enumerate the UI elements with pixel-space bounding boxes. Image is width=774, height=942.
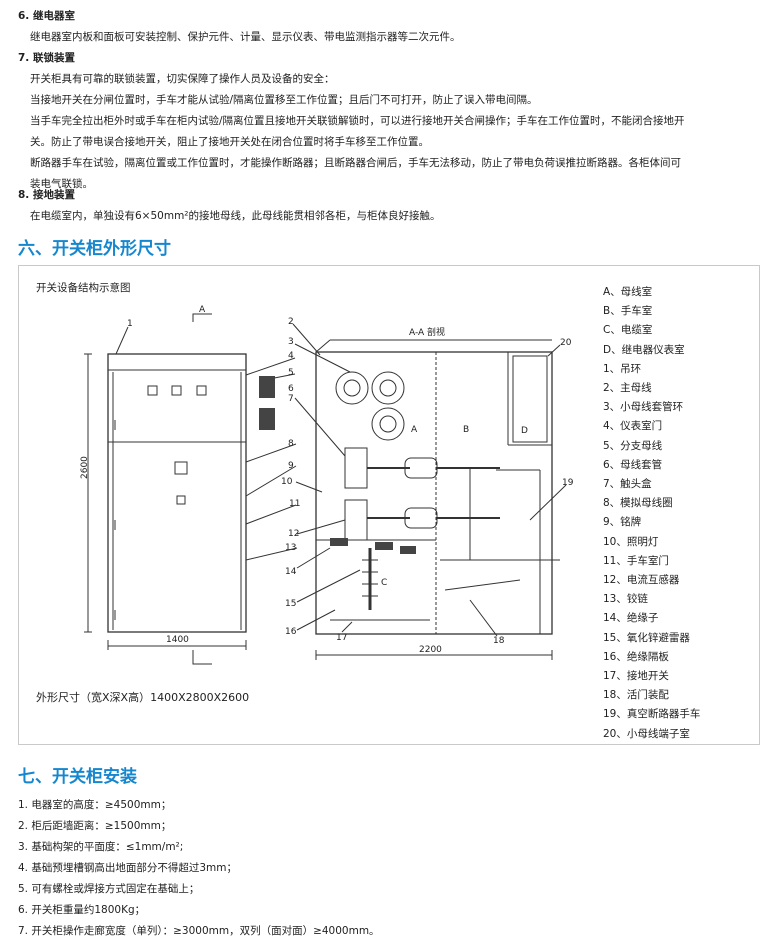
nameplate — [174, 461, 188, 475]
installation-item: 4. 基础预埋槽钢高出地面部分不得超过3mm； — [18, 862, 237, 874]
legend-item: 20、小母线端子室 — [603, 727, 690, 740]
legend-item: 6、母线套管 — [603, 458, 663, 471]
section-7: 7. 联锁装置 开关柜具有可靠的联锁装置，切实保障了操作人员及设备的安全： 当接… — [18, 48, 685, 195]
indicator-3 — [196, 385, 207, 396]
callout-11: 11 — [289, 499, 300, 509]
section-8: 8. 接地装置 在电缆室内，单独设有6×50mm²的接地母线，此母线能贯相邻各柜… — [18, 185, 441, 227]
callout-20: 20 — [560, 338, 572, 348]
installation-list: 1. 电器室的高度：≥4500mm； 2. 柜后距墙距离：≥1500mm； 3.… — [18, 795, 380, 942]
indicator-2 — [171, 385, 182, 396]
lamp — [176, 495, 186, 505]
legend-item: 7、触头盒 — [603, 478, 652, 491]
section-arrow-label: A — [199, 305, 206, 315]
callout-19: 19 — [562, 478, 574, 488]
legend-item: 16、绝缘隔板 — [603, 650, 669, 663]
legend-item: 5、分支母线 — [603, 439, 663, 452]
section-7-line: 当接地开关在分闸位置时，手车才能从试验/隔离位置移至工作位置；且后门不可打开，防… — [30, 94, 538, 106]
section-7-line: 关。防止了带电误合接地开关，阻止了接地开关处在闭合位置时将手车移至工作位置。 — [30, 136, 429, 148]
diagram-panel — [18, 265, 760, 745]
legend-item: 18、活门装配 — [603, 689, 669, 702]
legend-item: 8、模拟母线圈 — [603, 497, 673, 510]
legend-item: 12、电流互感器 — [603, 574, 680, 587]
legend-item: 13、铰链 — [603, 593, 648, 606]
busbar-1 — [335, 371, 369, 405]
callout-7: 7 — [288, 394, 294, 404]
dimension-depth: 2200 — [419, 645, 442, 655]
section-8-heading: 8. 接地装置 — [18, 189, 75, 201]
room-label-c: C — [381, 578, 387, 588]
installation-item: 2. 柜后距墙距离：≥1500mm； — [18, 820, 172, 832]
installation-item: 3. 基础构架的平面度：≤1mm/m²; — [18, 841, 184, 853]
side-cabinet-outline — [315, 351, 553, 635]
callout-16: 16 — [285, 627, 297, 637]
callout-14: 14 — [285, 567, 297, 577]
section-7-line: 断路器手车在试验，隔离位置或工作位置时，才能操作断路器；且断路器合闸后，手车无法… — [30, 157, 681, 169]
dimension-height: 2600 — [80, 456, 90, 479]
section-6-line: 继电器室内板和面板可安装控制、保护元件、计量、显示仪表、带电监测指示器等二次元件… — [30, 31, 461, 43]
callout-1: 1 — [127, 319, 133, 329]
legend-item: C、电缆室 — [603, 324, 653, 337]
indicator-1 — [147, 385, 158, 396]
diagram-title: 开关设备结构示意图 — [36, 282, 131, 294]
dimension-width: 1400 — [166, 635, 189, 645]
callout-2: 2 — [288, 317, 294, 327]
callout-17: 17 — [336, 633, 347, 643]
callout-18: 18 — [493, 636, 505, 646]
front-cabinet-outline — [107, 353, 247, 633]
legend-item: 17、接地开关 — [603, 670, 669, 683]
terminal-room-box — [512, 355, 548, 443]
section-7-line: 当手车完全拉出柜外时或手车在柜内试验/隔离位置且接地开关联锁解锁时，可以进行接地… — [30, 115, 685, 127]
overall-size: 外形尺寸（宽X深X高）1400X2800X2600 — [36, 691, 250, 704]
heading-dimensions: 六、开关柜外形尺寸 — [18, 239, 171, 259]
callout-10: 10 — [281, 477, 293, 487]
heading-installation: 七、开关柜安装 — [18, 767, 137, 787]
busbar-2 — [371, 371, 405, 405]
callout-5: 5 — [288, 368, 294, 378]
legend-item: 3、小母线套管环 — [603, 401, 684, 414]
callout-4: 4 — [288, 351, 294, 361]
legend-item: B、手车室 — [603, 305, 653, 318]
callout-15: 15 — [285, 599, 296, 609]
legend-item: 19、真空断路器手车 — [603, 708, 701, 721]
legend-item: 2、主母线 — [603, 382, 652, 395]
callout-9: 9 — [288, 461, 294, 471]
room-label-d: D — [521, 426, 528, 436]
installation-item: 5. 可有螺栓或焊接方式固定在基础上； — [18, 883, 200, 895]
section-7-line: 开关柜具有可靠的联锁装置，切实保障了操作人员及设备的安全： — [30, 73, 335, 85]
section-view-label: A-A 剖视 — [409, 326, 445, 338]
callout-3: 3 — [288, 337, 294, 347]
room-label-b: B — [463, 425, 469, 435]
section-7-line: 装电气联锁。 — [30, 178, 93, 190]
callout-6: 6 — [288, 384, 294, 394]
section-6-heading: 6. 继电器室 — [18, 10, 75, 22]
legend-item: 9、铭牌 — [603, 516, 642, 529]
busbar-3 — [371, 407, 405, 441]
callout-13: 13 — [285, 543, 296, 553]
section-8-line: 在电缆室内，单独设有6×50mm²的接地母线，此母线能贯相邻各柜，与柜体良好接触… — [30, 210, 441, 222]
legend-item: 10、照明灯 — [603, 535, 659, 548]
section-6: 6. 继电器室 继电器室内板和面板可安装控制、保护元件、计量、显示仪表、带电监测… — [18, 6, 461, 48]
installation-item: 6. 开关柜重量约1800Kg； — [18, 904, 146, 916]
legend-item: D、继电器仪表室 — [603, 343, 685, 356]
legend-item: 11、手车室门 — [603, 554, 669, 567]
section-7-heading: 7. 联锁装置 — [18, 52, 75, 64]
callout-12: 12 — [288, 529, 299, 539]
branch-busbar-stack — [259, 376, 275, 398]
legend-item: 4、仪表室门 — [603, 420, 663, 433]
legend: A、母线室 B、手车室 C、电缆室 D、继电器仪表室 1、吊环 2、主母线 3、… — [603, 283, 700, 744]
callout-8: 8 — [288, 439, 294, 449]
legend-item: 15、氧化锌避雷器 — [603, 631, 690, 644]
legend-item: 14、绝缘子 — [603, 612, 659, 625]
legend-item: 1、吊环 — [603, 362, 642, 375]
installation-item: 7. 开关柜操作走廊宽度（单列）：≥3000mm，双列（面对面）≥4000mm。 — [18, 925, 380, 937]
installation-item: 1. 电器室的高度：≥4500mm； — [18, 799, 172, 811]
room-label-a: A — [411, 425, 418, 435]
legend-item: A、母线室 — [603, 286, 653, 298]
